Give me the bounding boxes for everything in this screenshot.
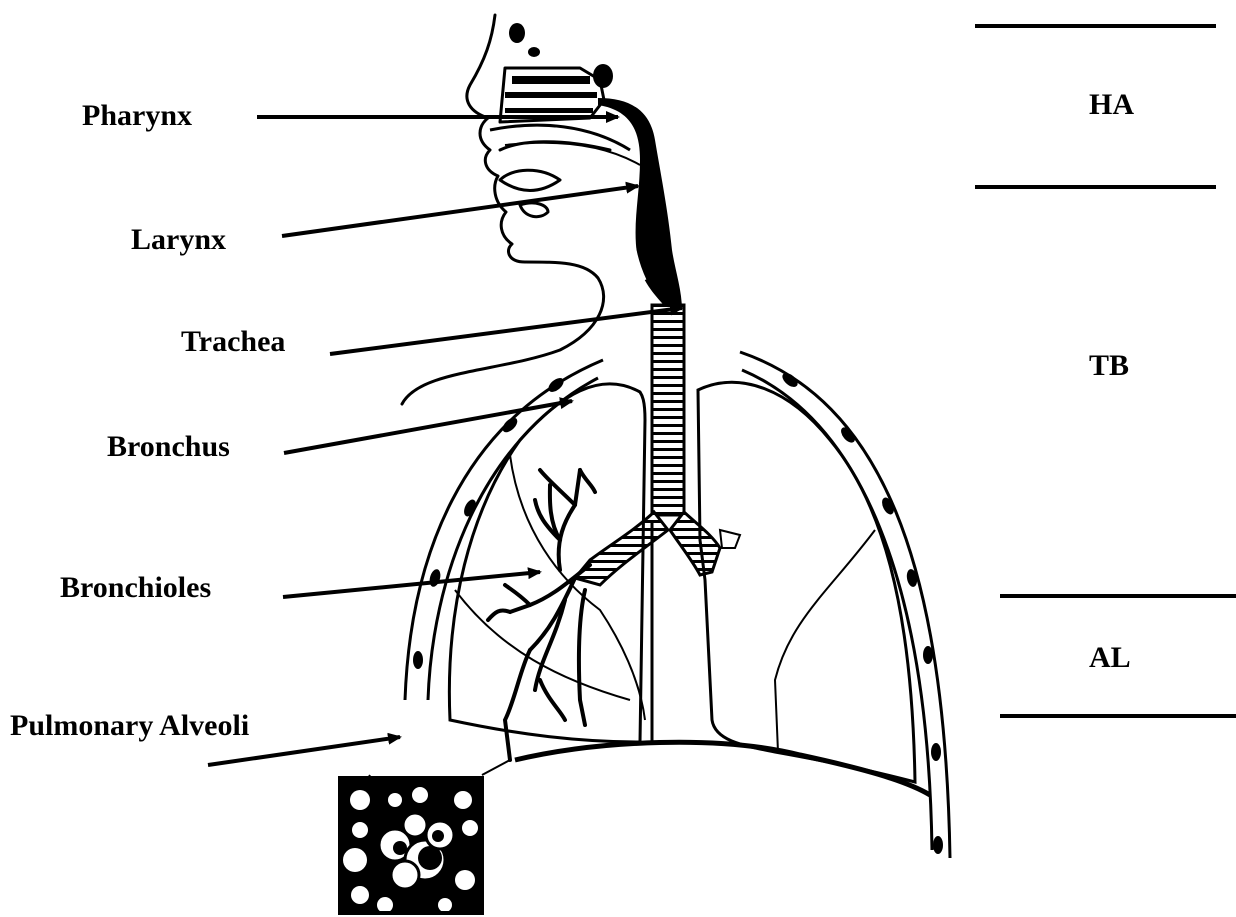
trachea-label: Trachea: [181, 327, 285, 357]
alveoli-inset: [340, 760, 510, 913]
head-profile: [402, 15, 610, 404]
larynx-label: Larynx: [131, 225, 226, 255]
bronchus-label: Bronchus: [107, 432, 230, 462]
pulmonary-alveoli-label: Pulmonary Alveoli: [10, 711, 249, 741]
diaphragm: [515, 742, 930, 795]
pharynx-label: Pharynx: [82, 101, 192, 131]
larynx-arrow: [282, 186, 638, 236]
bronchus-arrow: [284, 401, 572, 453]
trachea-tube: [652, 305, 684, 515]
label-arrows: [208, 117, 682, 765]
zone-tb-label: TB: [1089, 351, 1129, 381]
trachea-arrow: [330, 308, 682, 354]
bronchiole-tree: [488, 470, 595, 760]
bronchioles-label: Bronchioles: [60, 573, 211, 603]
bronchioles-arrow: [283, 572, 540, 597]
main-bronchi: [575, 512, 740, 585]
zone-ha-label: HA: [1089, 90, 1134, 120]
right-lung: [698, 382, 915, 782]
zone-al-label: AL: [1089, 643, 1131, 673]
